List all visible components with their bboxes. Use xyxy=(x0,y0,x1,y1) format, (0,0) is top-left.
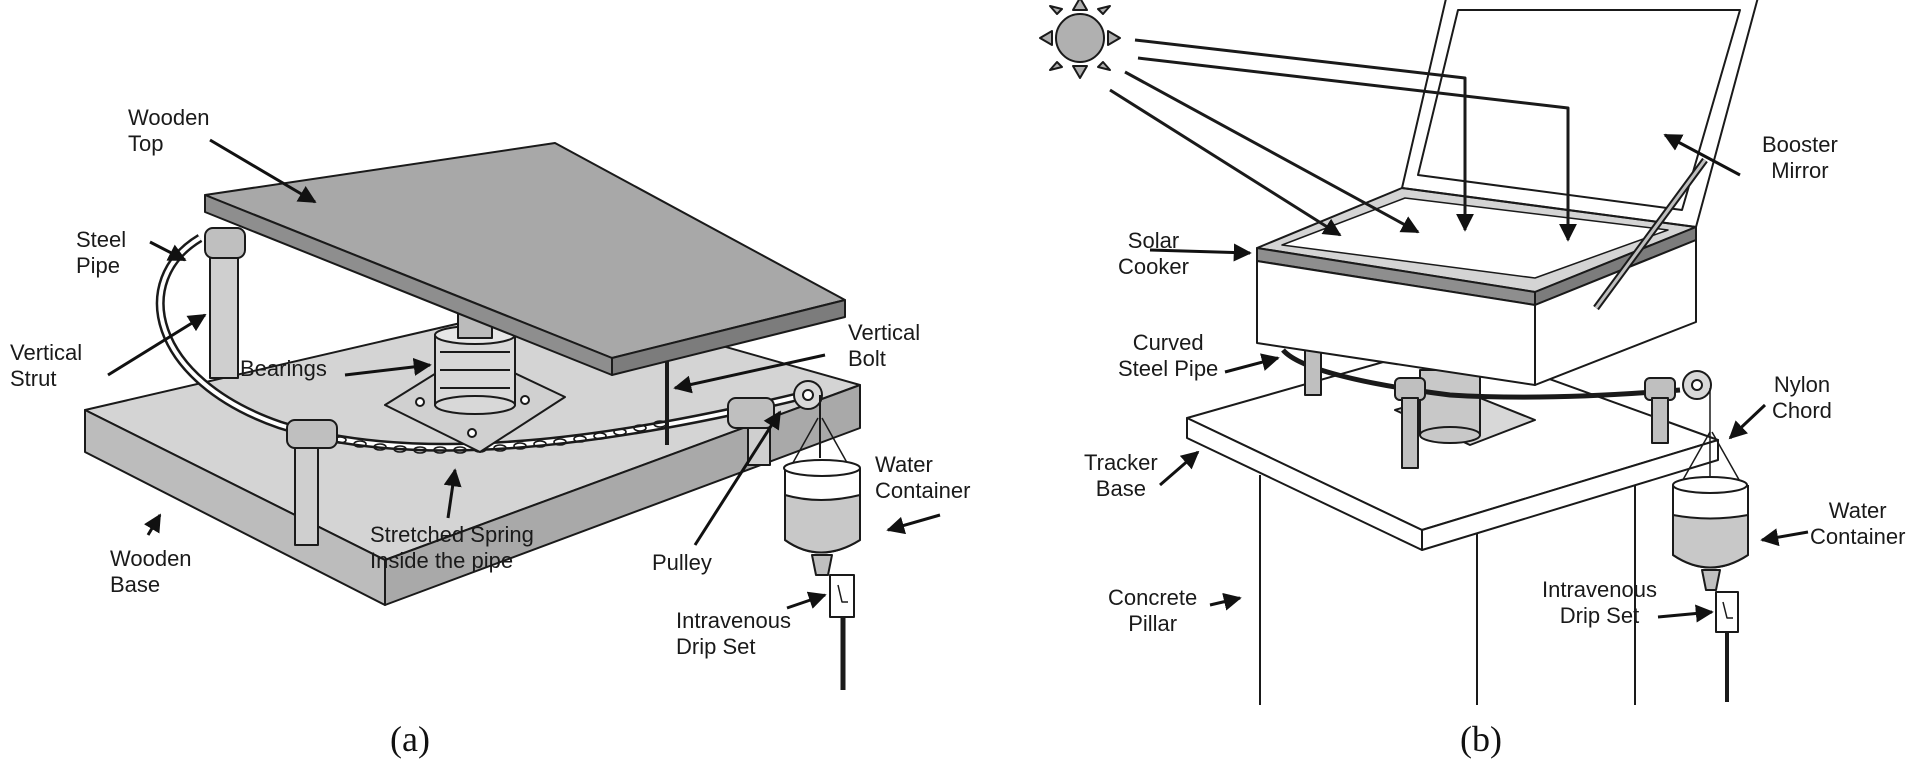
label-concrete-pillar: Concrete Pillar xyxy=(1108,585,1198,636)
label-stretched-spring: Stretched Spring Inside the pipe xyxy=(370,522,534,573)
label-steel-pipe: Steel Pipe xyxy=(76,227,127,278)
label-drip-set-a: Intravenous Drip Set xyxy=(676,608,791,659)
label-nylon-chord: Nylon Chord xyxy=(1772,372,1832,423)
water-container-b xyxy=(1672,431,1749,702)
label-vertical-bolt: Vertical Bolt xyxy=(848,320,921,371)
label-bearings: Bearings xyxy=(240,356,327,381)
water-container-a xyxy=(783,417,861,690)
label-solar-cooker: Solar Cooker xyxy=(1118,228,1189,279)
label-tracker-base: Tracker Base xyxy=(1084,450,1158,501)
bearings-drawing xyxy=(434,299,516,415)
sun-icon xyxy=(1039,0,1121,79)
label-wooden-top: Wooden Top xyxy=(128,105,210,156)
sun-rays xyxy=(1109,38,1577,242)
label-water-container-b: Water Container xyxy=(1810,498,1906,549)
caption-a: (a) xyxy=(390,719,430,759)
concrete-pillar-drawing xyxy=(1259,475,1636,705)
vertical-strut-left xyxy=(209,239,239,379)
diagram-b xyxy=(1039,0,1759,705)
diagram-a xyxy=(84,142,861,690)
wooden-top-drawing xyxy=(204,142,846,376)
label-curved-steel-pipe: Curved Steel Pipe xyxy=(1118,330,1219,381)
leader-arrows xyxy=(107,133,1809,623)
label-pulley: Pulley xyxy=(652,550,712,575)
label-wooden-base: Wooden Base xyxy=(110,546,192,597)
booster-mirror-drawing xyxy=(1401,0,1759,311)
caption-b: (b) xyxy=(1460,719,1502,759)
label-water-container-a: Water Container xyxy=(875,452,971,503)
label-vertical-strut: Vertical Strut xyxy=(10,340,83,391)
label-booster-mirror: Booster Mirror xyxy=(1762,132,1838,183)
label-drip-set-b: Intravenous Drip Set xyxy=(1542,577,1657,628)
